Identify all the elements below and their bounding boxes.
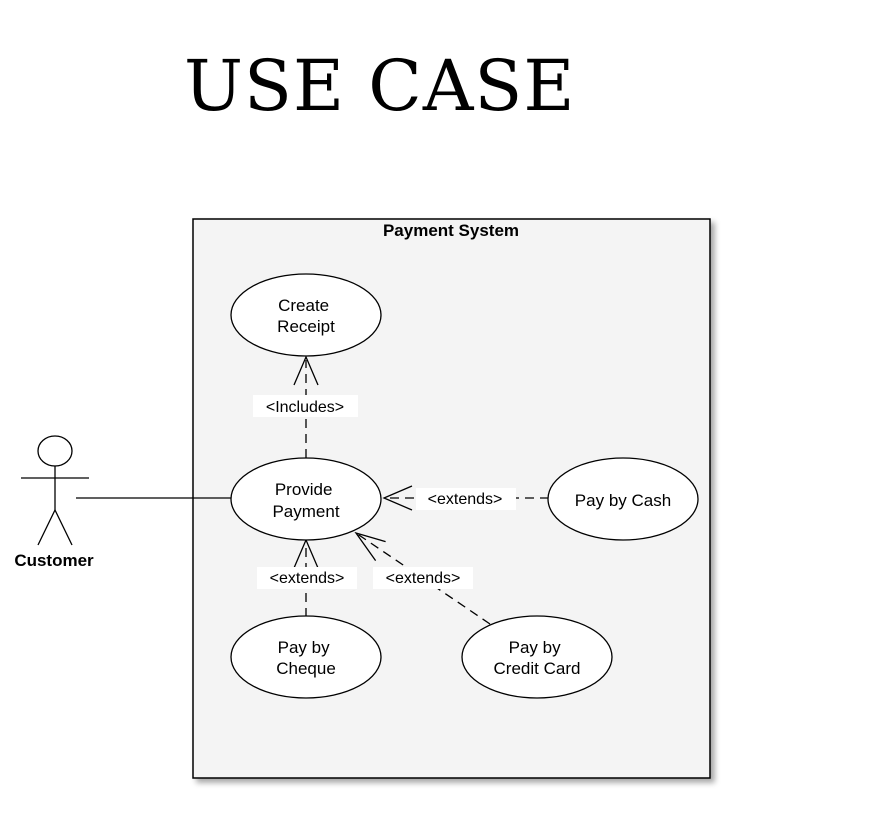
use-case-pay-by-cheque: Pay by Cheque [230, 615, 382, 699]
extends-card-label: <extends> [386, 570, 461, 587]
actor-label: Customer [14, 551, 94, 570]
use-case-label: Pay by [278, 638, 330, 657]
svg-text:Pay by Cash: Pay by Cash [575, 491, 671, 510]
open-arrowhead-icon [382, 485, 413, 511]
use-case-label: Pay by [509, 638, 561, 657]
use-case-label: Create [278, 296, 329, 315]
extends-cheque-relationship: <extends> [257, 538, 357, 617]
svg-text:Pay by Credit Card: Pay by Credit Card [494, 638, 581, 678]
actor-customer: Customer [14, 435, 94, 570]
open-arrowhead-icon [293, 355, 319, 386]
svg-text:Create Receipt: Create Receipt [277, 296, 335, 336]
use-case-create-receipt: Create Receipt [230, 273, 382, 357]
includes-label: <Includes> [266, 399, 344, 416]
open-arrowhead-icon [354, 531, 386, 561]
svg-text:Provide Payment: Provide Payment [272, 480, 339, 521]
use-case-label: Payment [272, 502, 339, 521]
svg-text:Pay by Cheque: Pay by Cheque [276, 638, 336, 678]
use-case-provide-payment: Provide Payment [230, 457, 382, 541]
use-case-label: Provide [275, 480, 333, 499]
stick-figure-icon [21, 435, 89, 546]
extends-cash-label: <extends> [428, 491, 503, 508]
use-case-label: Receipt [277, 317, 335, 336]
extends-card-relationship: <extends> [354, 531, 491, 625]
use-case-label: Pay by Cash [575, 491, 671, 510]
use-case-pay-by-credit-card: Pay by Credit Card [461, 615, 613, 699]
extends-cash-relationship: <extends> [382, 485, 549, 511]
use-case-pay-by-cash: Pay by Cash [547, 457, 699, 541]
page-title: USE CASE [184, 45, 576, 127]
includes-relationship: <Includes> [253, 355, 358, 458]
system-title: Payment System [383, 221, 519, 240]
use-case-label: Credit Card [494, 659, 581, 678]
extends-cheque-label: <extends> [270, 570, 345, 587]
use-case-label: Cheque [276, 659, 336, 678]
